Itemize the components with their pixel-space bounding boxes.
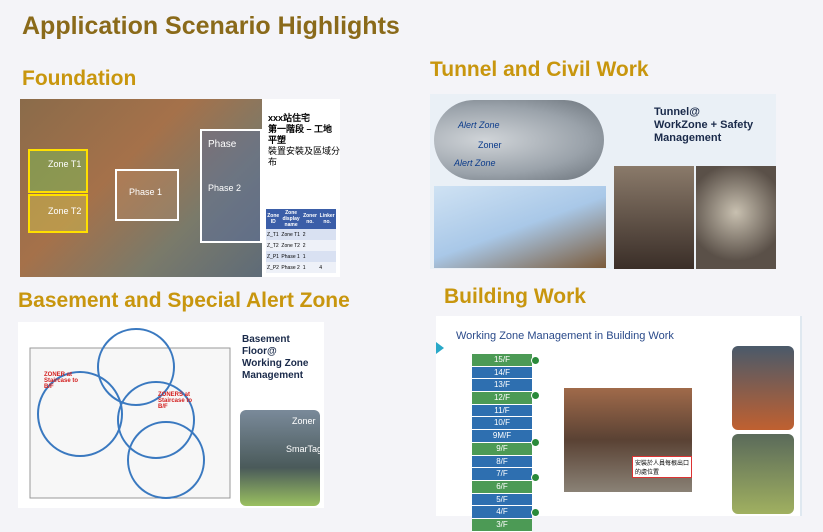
table-header: Linker no. (319, 213, 335, 225)
basement-floor-plan (29, 328, 231, 499)
table-cell: Zone T1 (281, 231, 300, 238)
foundation-site-photo (20, 99, 262, 277)
tunnel-photo-1 (614, 166, 694, 269)
table-cell (318, 229, 336, 240)
table-header: Zone display name (282, 210, 300, 228)
building-photo-top (732, 346, 794, 430)
basement-worker-photo: Zoner SmarTag (240, 410, 323, 506)
basement-heading: Basement Floor@ Working Zone Management (242, 334, 324, 382)
floor-item: 7/F (472, 468, 532, 481)
foundation-title-block: xxx站住宅 第一階段 – 工地平塑 裝置安裝及區域分布 (268, 113, 340, 168)
tunnel-zoner-label: Zoner (478, 140, 502, 150)
floor-item: 9/F (472, 442, 532, 456)
tunnel-panel: Alert Zone Zoner Alert Zone Tunnel@ Work… (430, 94, 776, 269)
floor-item: 8/F (472, 455, 532, 469)
section-foundation-heading: Foundation (22, 67, 137, 90)
foundation-title-2: 第一階段 – 工地平塑 (268, 124, 333, 145)
floor-item: 14/F (472, 366, 532, 380)
table-cell: Z_T2 (267, 242, 279, 249)
tunnel-heading-1: Tunnel@ (654, 106, 700, 118)
zone-phase1-label: Phase 1 (129, 187, 163, 197)
foundation-panel: Zone T1 Zone T2 Phase 1 Phase Phase 2 xx… (20, 99, 340, 277)
building-photo-bottom (732, 434, 794, 514)
floor-item: 11/F (472, 404, 532, 418)
table-row: Z_T1 Zone T1 2 (266, 229, 336, 240)
tunnel-heading: Tunnel@ WorkZone + Safety Management (654, 106, 753, 145)
floor-item: 15/F (472, 354, 532, 367)
table-cell: 1 (302, 253, 306, 260)
zoner-staircase-label-2: ZONERS at Staircase to B/F (158, 392, 193, 410)
basement-heading-2: Working Zone (242, 358, 309, 369)
floor-item: 10/F (472, 417, 532, 431)
table-header: Zone ID (267, 213, 280, 225)
zone-phase2-area: Phase Phase 2 (200, 129, 262, 243)
table-header: Zoner no. (303, 213, 317, 225)
zone-t1-label: Zone T1 (48, 159, 82, 169)
table-cell: Phase 1 (281, 253, 300, 260)
zoner-marker-icon (531, 438, 540, 447)
tunnel-heading-3: Management (654, 132, 722, 144)
table-cell: Z_P2 (267, 264, 279, 271)
table-cell: Z_T1 (267, 231, 279, 238)
section-basement-heading: Basement and Special Alert Zone (18, 289, 350, 312)
zoner-marker-icon (531, 508, 540, 517)
table-cell: 4 (319, 264, 323, 271)
foundation-title-3: 裝置安裝及區域分布 (268, 146, 340, 167)
table-cell: Zone T2 (281, 242, 300, 249)
zoner-staircase-label-1: ZONER at Staircase to B/F (44, 372, 79, 390)
tunnel-diagram (434, 186, 606, 268)
tunnel-alert-zone-label-2: Alert Zone (454, 158, 496, 168)
floor-item: 6/F (472, 480, 532, 494)
floor-item: 5/F (472, 493, 532, 507)
floor-item: 13/F (472, 379, 532, 393)
page-title: Application Scenario Highlights (22, 12, 400, 40)
zoner-marker-icon (531, 356, 540, 365)
tunnel-3d-render: Alert Zone Zoner Alert Zone (434, 100, 604, 180)
floor-item: 9M/F (472, 430, 532, 443)
zone-t2-label: Zone T2 (48, 206, 82, 216)
section-building-heading: Building Work (444, 285, 586, 308)
table-cell (318, 251, 336, 262)
zone-phase2-label: Phase 2 (208, 183, 242, 193)
tunnel-heading-2: WorkZone + Safety (654, 119, 754, 131)
table-cell: Phase 2 (281, 264, 300, 271)
section-tunnel-heading: Tunnel and Civil Work (430, 58, 649, 81)
zoner-marker-icon (531, 391, 540, 400)
floor-list: 15/F 14/F 13/F 12/F 11/F 10/F 9M/F 9/F 8… (472, 354, 532, 532)
table-cell (318, 240, 336, 251)
foundation-title-1: xxx站住宅 (268, 113, 311, 123)
table-row: Z_P1 Phase 1 1 (266, 251, 336, 262)
floor-item: 12/F (472, 392, 532, 405)
basement-panel: ZONER at Staircase to B/F ZONERS at Stai… (18, 322, 324, 508)
floor-item: 3/F (472, 518, 532, 532)
photo-smartag-label: SmarTag (286, 444, 323, 454)
zoner-marker-icon (531, 473, 540, 482)
basement-heading-1: Basement Floor@ (242, 334, 290, 357)
building-photo-caption: 安裝於人員每根出口的處位置 (632, 456, 692, 478)
table-cell: 2 (302, 242, 306, 249)
table-row: Z_P2 Phase 2 1 4 (266, 262, 336, 273)
basement-heading-3: Management (242, 370, 304, 381)
building-play-icon (436, 342, 444, 354)
tunnel-alert-zone-label: Alert Zone (458, 120, 500, 130)
building-heading: Working Zone Management in Building Work (456, 330, 674, 342)
table-cell: 1 (302, 264, 306, 271)
tunnel-photo-2 (696, 166, 776, 269)
table-row: Z_T2 Zone T2 2 (266, 240, 336, 251)
zone-phase1-area: Phase 1 (115, 169, 179, 221)
building-site-photo: 安裝於人員每根出口的處位置 (564, 388, 692, 492)
table-cell: Z_P1 (267, 253, 279, 260)
zone-t1-area: Zone T1 (28, 149, 88, 193)
photo-zoner-label: Zoner (292, 416, 316, 426)
zone-t2-area: Zone T2 (28, 194, 88, 233)
table-cell: 2 (302, 231, 306, 238)
floor-item: 4/F (472, 506, 532, 519)
phase-label: Phase (208, 139, 237, 150)
foundation-zone-table: Zone ID Zone display name Zoner no. Link… (266, 209, 336, 273)
